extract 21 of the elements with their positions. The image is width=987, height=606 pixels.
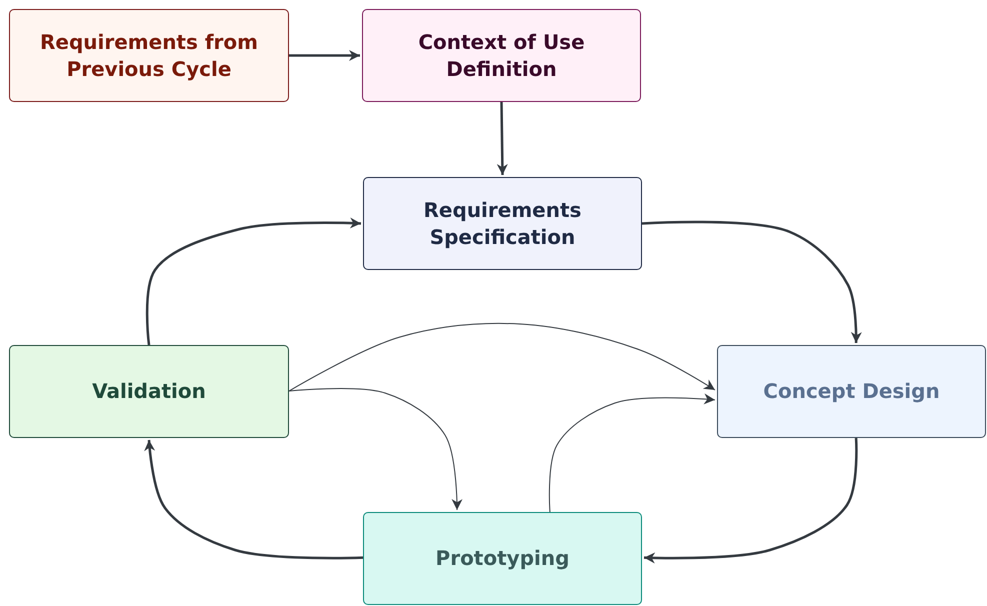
arrow	[289, 50, 360, 61]
arrow	[642, 220, 862, 344]
process-box	[362, 9, 641, 102]
arrow	[146, 218, 362, 346]
process-box	[9, 345, 289, 438]
arrow	[288, 322, 716, 392]
arrow	[144, 440, 364, 560]
box-label: Validation	[91, 378, 207, 405]
box-label: Requirements from Previous Cycle	[38, 28, 260, 82]
process-box	[363, 512, 642, 605]
arrow	[496, 102, 508, 176]
box-label: Context of Use Definition	[417, 28, 586, 82]
arrow	[644, 438, 858, 564]
box-label: Requirements Specification	[422, 196, 582, 250]
process-box	[717, 345, 986, 438]
process-box	[9, 9, 289, 102]
arrow	[548, 393, 716, 512]
arrow	[288, 388, 462, 510]
box-label: Concept Design	[762, 378, 941, 405]
box-label: Prototyping	[434, 545, 570, 572]
process-box	[363, 177, 642, 270]
